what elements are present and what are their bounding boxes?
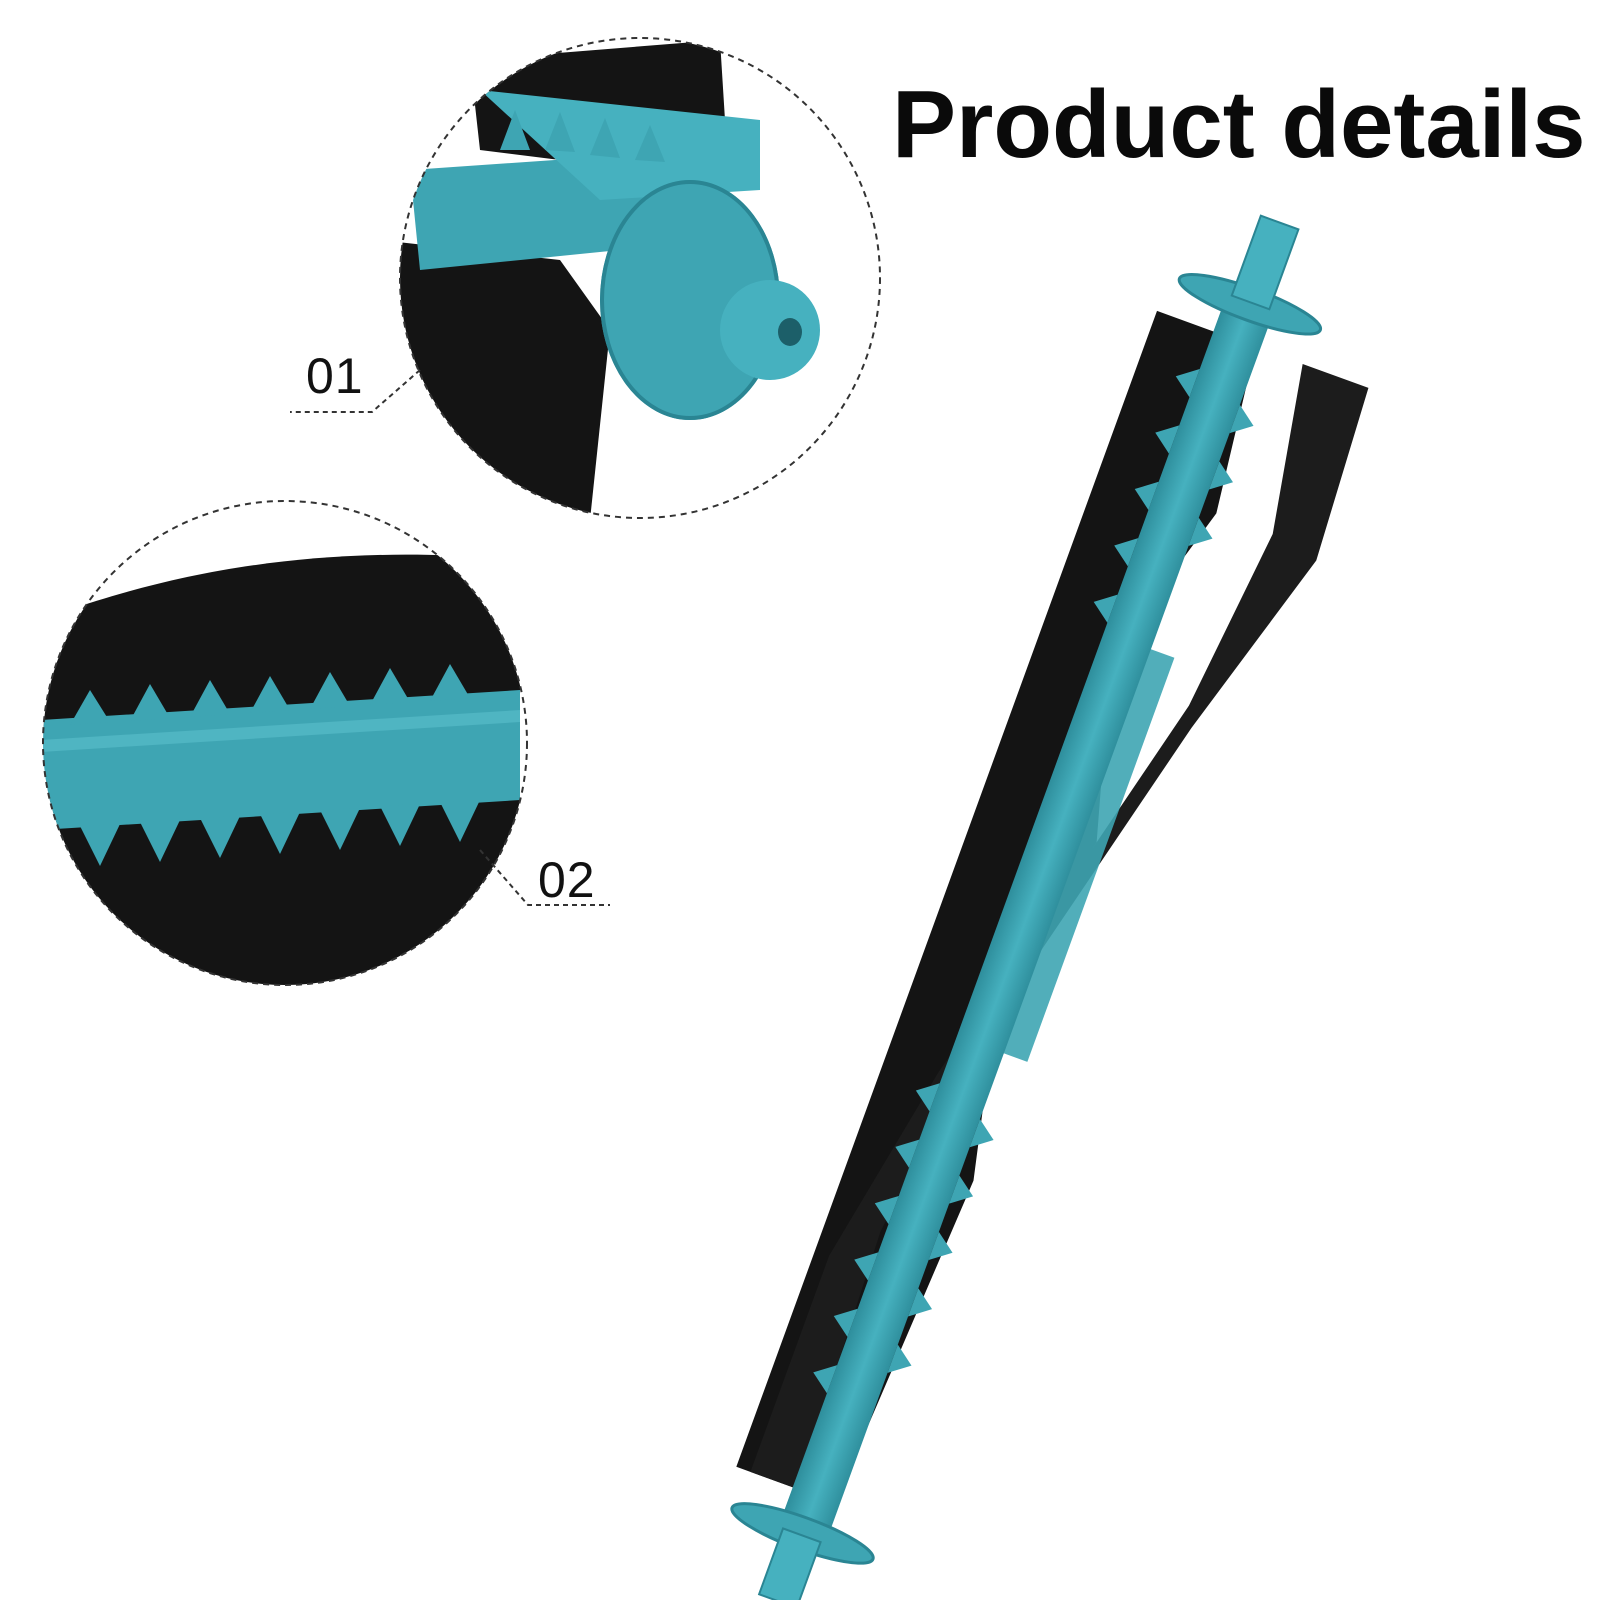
zoom-detail-01 <box>290 37 881 519</box>
callout-label-01: 01 <box>306 348 364 404</box>
roller-brush <box>730 214 1369 1600</box>
callout-label-02: 02 <box>538 852 596 908</box>
zoom-detail-02 <box>42 500 610 986</box>
page-title: Product details <box>892 71 1586 178</box>
